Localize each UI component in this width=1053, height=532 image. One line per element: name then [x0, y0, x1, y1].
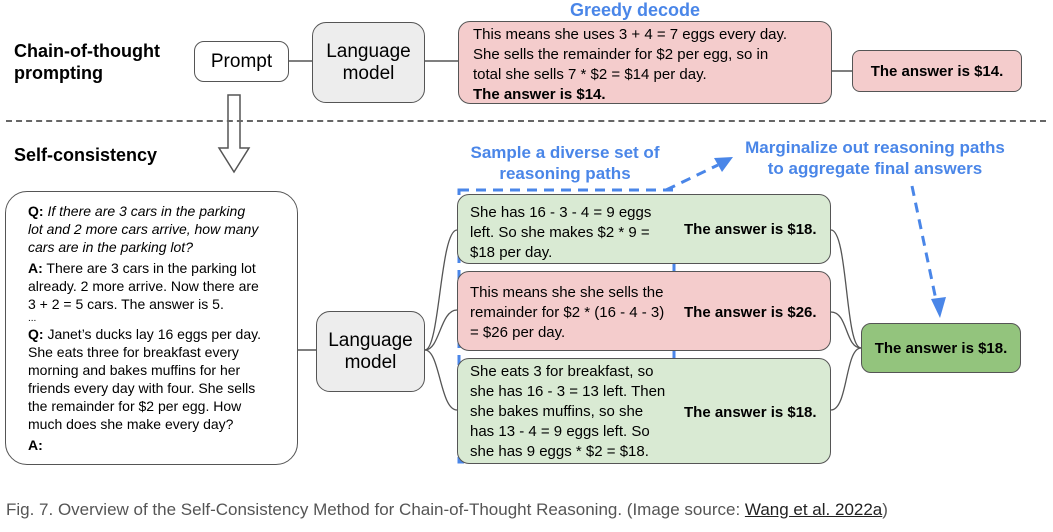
- path1-line3: $18 per day.: [470, 244, 553, 261]
- q2-line3: morning and bakes muffins for her: [28, 362, 241, 378]
- a1-label: A:: [28, 260, 43, 276]
- path3-line4: has 13 - 4 = 9 eggs left. So: [470, 423, 650, 440]
- greedy-line3: total she sells 7 * $2 = $14 per day.: [473, 66, 707, 83]
- sample-title-line2: reasoning paths: [499, 164, 631, 183]
- language-model-box-top: Language model: [312, 22, 425, 103]
- prompt-box-label: Prompt: [210, 50, 273, 72]
- caption-text: Fig. 7. Overview of the Self-Consistency…: [6, 500, 745, 519]
- caption-close: ): [882, 500, 888, 519]
- q1-line2: lot and 2 more cars arrive, how many: [28, 221, 259, 237]
- path2-line3: = $26 per day.: [470, 324, 566, 341]
- down-arrow-icon: [217, 94, 251, 174]
- greedy-decode-title: Greedy decode: [560, 0, 710, 21]
- path2-answer: The answer is $26.: [684, 304, 817, 321]
- a2-label: A:: [28, 437, 43, 453]
- self-consistency-text: Self-consistency: [14, 145, 158, 165]
- language-model-box-bottom: Language model: [316, 311, 425, 392]
- cot-label-line1: Chain-of-thought: [14, 41, 160, 61]
- path3-line2: she has 16 - 3 = 13 left. Then: [470, 383, 666, 400]
- path3-to-final-connector: [830, 347, 862, 411]
- blue-dashed-arrow-right: [665, 163, 719, 192]
- path1-to-final-connector: [830, 229, 862, 349]
- cot-label-line2: prompting: [14, 63, 103, 83]
- path3-line5: she has 9 eggs * $2 = $18.: [470, 443, 649, 460]
- path1-line2: left. So she makes $2 * 9 =: [470, 224, 650, 241]
- a1-line3: 3 + 2 = 5 cars. The answer is 5.: [28, 296, 224, 312]
- blue-dashed-arrow-down: [910, 185, 938, 301]
- path3-line3: she bakes muffins, so she: [470, 403, 644, 420]
- greedy-decode-text: Greedy decode: [569, 0, 701, 20]
- lm-to-path3-connector: [424, 349, 458, 411]
- final-answer-box: The answer is $18.: [861, 323, 1021, 373]
- reasoning-path-3: She eats 3 for breakfast, so she has 16 …: [457, 358, 831, 464]
- path2-line2: remainder for $2 * (16 - 4 - 3): [470, 304, 665, 321]
- blue-arrowhead-down-icon: [931, 297, 946, 318]
- q1-line3: cars are in the parking lot?: [28, 239, 193, 255]
- path3-line1: She eats 3 for breakfast, so: [470, 363, 654, 380]
- path2-line1: This means she she sells the: [470, 284, 664, 301]
- greedy-line4: The answer is $14.: [473, 86, 606, 103]
- prompt-text-box: Q: If there are 3 cars in the parking lo…: [5, 191, 298, 465]
- greedy-line1: This means she uses 3 + 4 = 7 eggs every…: [473, 26, 788, 43]
- marginalize-line1: Marginalize out reasoning paths: [745, 138, 1005, 157]
- path2-to-final-connector: [830, 311, 862, 349]
- lm-top-line2: model: [342, 62, 395, 84]
- lm-bottom-line2: model: [344, 351, 397, 373]
- greedy-answer-box: The answer is $14.: [852, 50, 1022, 92]
- greedy-line2: She sells the remainder for $2 per egg, …: [473, 46, 769, 63]
- section-divider: [6, 120, 1046, 122]
- lm-bottom-line1: Language: [328, 329, 413, 351]
- q1-line1: If there are 3 cars in the parking: [47, 203, 246, 219]
- a1-line2: already. 2 more arrive. Now there are: [28, 278, 259, 294]
- lm-to-path2-connector: [424, 309, 458, 351]
- marginalize-title: Marginalize out reasoning paths to aggre…: [730, 137, 1020, 179]
- caption-source-link[interactable]: Wang et al. 2022a: [744, 500, 883, 519]
- a1-line1: There are 3 cars in the parking lot: [46, 260, 256, 276]
- path3-answer: The answer is $18.: [684, 404, 817, 421]
- greedy-decode-box: This means she uses 3 + 4 = 7 eggs every…: [458, 21, 832, 104]
- prompt-ellipsis: ...: [28, 313, 37, 324]
- sample-title-line1: Sample a diverse set of: [470, 143, 660, 162]
- figure-caption: Fig. 7. Overview of the Self-Consistency…: [6, 500, 888, 520]
- path1-answer: The answer is $18.: [684, 221, 817, 238]
- q2-line1: Janet’s ducks lay 16 eggs per day.: [47, 326, 261, 342]
- lm-top-line1: Language: [326, 40, 411, 62]
- sample-paths-title: Sample a diverse set of reasoning paths: [455, 142, 675, 184]
- q2-line2: She eats three for breakfast every: [28, 344, 239, 360]
- q2-line5: the remainder for $2 per egg. How: [28, 398, 242, 414]
- q2-line4: friends every day with four. She sells: [28, 380, 256, 396]
- path1-line1: She has 16 - 3 - 4 = 9 eggs: [470, 204, 652, 221]
- self-consistency-label: Self-consistency: [14, 144, 157, 166]
- greedy-answer-text: The answer is $14.: [870, 62, 1004, 80]
- reasoning-path-2: This means she she sells the remainder f…: [457, 271, 831, 351]
- blue-arrowhead-right-icon: [714, 157, 733, 172]
- q2-line6: much does she make every day?: [28, 416, 234, 432]
- prompt-box: Prompt: [194, 41, 289, 82]
- cot-prompting-label: Chain-of-thought prompting: [14, 40, 160, 84]
- q2-label: Q:: [28, 326, 44, 342]
- marginalize-line2: to aggregate final answers: [767, 159, 983, 178]
- final-answer-text: The answer is $18.: [874, 339, 1008, 357]
- q1-label: Q:: [28, 203, 44, 219]
- lm-to-path1-connector: [424, 229, 458, 351]
- reasoning-path-1: She has 16 - 3 - 4 = 9 eggs left. So she…: [457, 194, 831, 264]
